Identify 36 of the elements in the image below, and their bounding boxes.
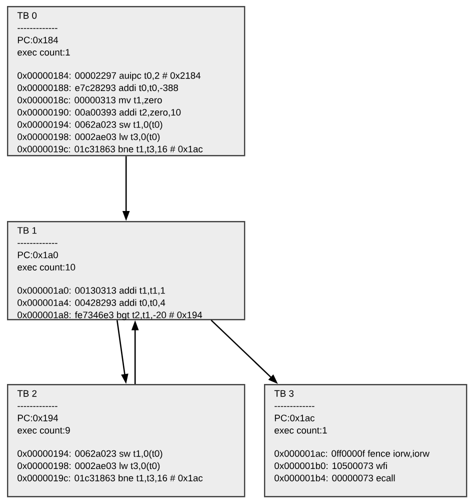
block-box — [264, 384, 468, 498]
code-line: ------------- — [18, 243, 58, 244]
code-line: 0x000001a0: 00130313 addi t1,t1,1 — [18, 286, 165, 295]
code-line: TB 3 — [274, 390, 294, 397]
code-line: exec count:9 — [18, 426, 70, 434]
code-line: ------------- — [18, 406, 58, 407]
code-line: 0x000001ac: 0ff0000f fence iorw,iorw — [274, 450, 430, 458]
code-line: TB 0 — [17, 12, 37, 19]
code-line: PC:0x184 — [18, 36, 58, 44]
block-box — [7, 221, 246, 320]
code-line: 0x00000184: 00002297 auipc t0,2 # 0x2184 — [18, 72, 201, 81]
code-line: exec count:1 — [274, 427, 327, 434]
code-line: 0x0000018c: 00000313 mv t1,zero — [18, 96, 162, 104]
code-line: 0x00000194: 0062a023 sw t1,0(t0) — [18, 121, 162, 130]
code-line: 0x00000188: e7c28293 addi t0,t0,-388 — [18, 84, 178, 92]
code-line: 0x000001b4: 00000073 ecall — [274, 474, 395, 482]
code-line: exec count:10 — [18, 264, 76, 270]
block-box — [7, 6, 246, 156]
code-line: PC:0x194 — [18, 414, 58, 422]
code-line: 0x00000198: 0002ae03 lw t3,0(t0) — [18, 462, 160, 471]
code-line: TB 2 — [17, 390, 36, 397]
code-line: 0x00000194: 0062a023 sw t1,0(t0) — [18, 450, 162, 459]
code-line: ------------- — [274, 406, 314, 407]
code-line: 0x000001b0: 10500073 wfi — [274, 462, 387, 470]
code-line: PC:0x1a0 — [18, 252, 58, 258]
code-line: 0x00000198: 0002ae03 lw t3,0(t0) — [18, 133, 160, 142]
code-line: exec count:1 — [18, 49, 70, 56]
code-line: 0x0000019c: 01c31863 bne t1,t3,16 # 0x1ac — [18, 146, 203, 154]
code-line: 0x00000190: 00a00393 addi t2,zero,10 — [18, 108, 181, 117]
block-box — [7, 384, 246, 498]
code-line: PC:0x1ac — [274, 414, 315, 422]
code-line: ------------- — [18, 28, 58, 29]
code-line: 0x0000019c: 01c31863 bne t1,t3,16 # 0x1ac — [18, 474, 203, 482]
code-line: TB 1 — [17, 227, 36, 234]
code-line: 0x000001a4: 00428293 addi t0,t0,4 — [18, 299, 166, 308]
code-line: 0x000001a8: fe7346e3 bgt t2,t1,-20 # 0x194 — [18, 311, 202, 320]
